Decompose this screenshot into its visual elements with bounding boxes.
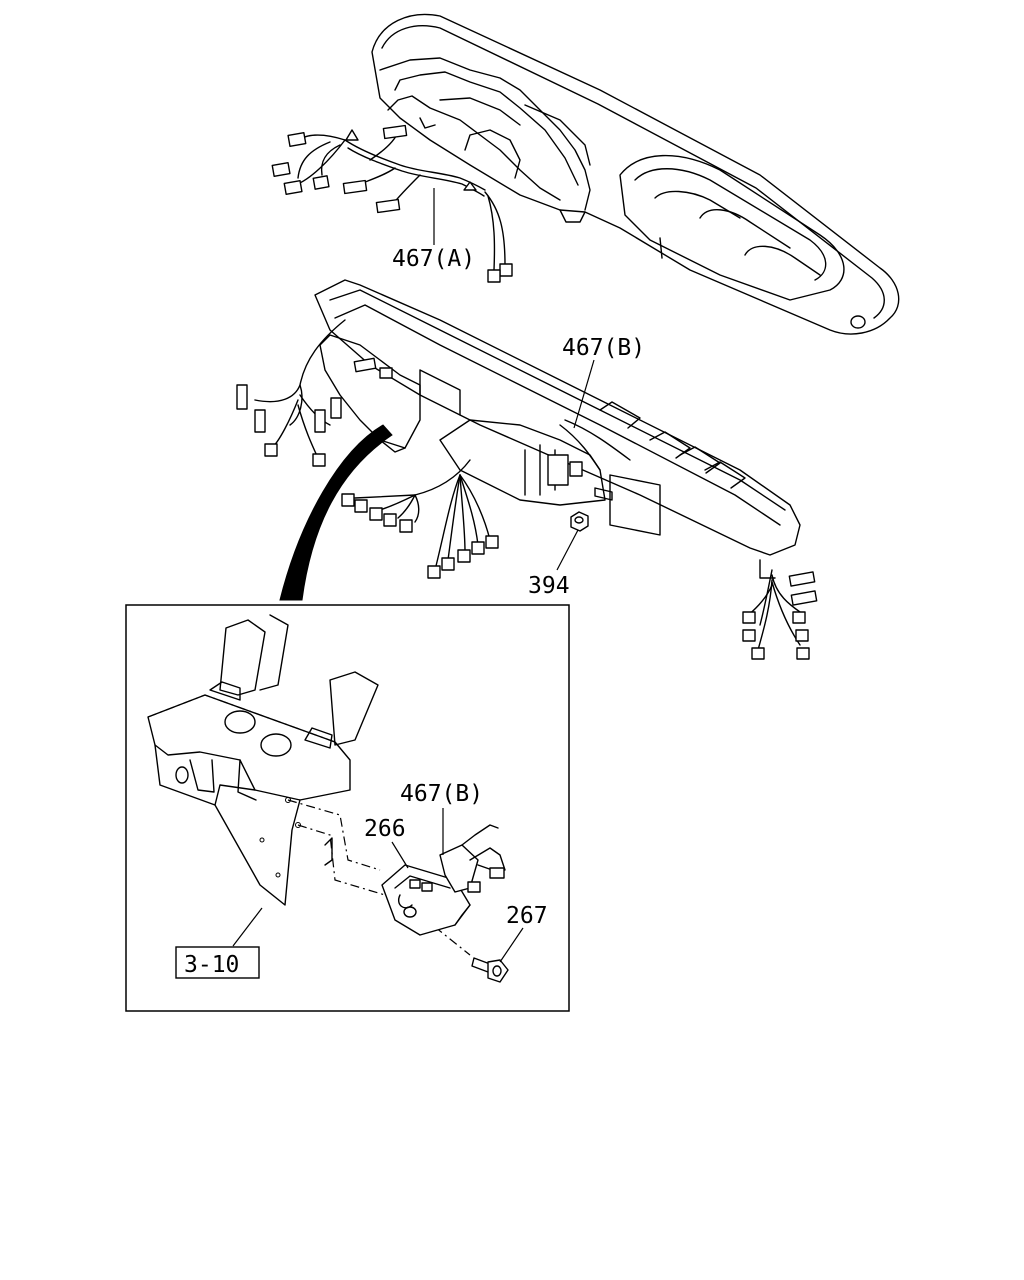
clip-drawing [570,511,589,532]
callout-harness-b-main: 467(B) [562,335,645,361]
detail-harness-b-drawing [439,824,506,893]
callout-harness-b-detail: 467(B) [400,781,483,807]
callout-bracket: 266 [364,816,406,842]
reference-box [175,946,260,979]
leader-lines [232,188,595,963]
callout-bolt: 267 [506,903,548,929]
mounting-bracket-drawing [381,864,471,936]
detail-dash-lines [287,799,471,956]
bolt-drawing [471,957,509,983]
harness-a-drawing [271,124,513,283]
harness-b-drawing [236,319,818,660]
cross-beam-drawing [314,279,801,579]
callout-harness-a: 467(A) [392,246,475,272]
reference-label: 3-10 [184,952,239,978]
detail-inset-frame [125,604,570,1012]
detail-pointer-arrow [279,424,393,601]
instrument-panel-drawing [371,13,900,335]
callout-clip: 394 [528,573,570,599]
detail-panel-bracket-drawing [147,614,379,906]
